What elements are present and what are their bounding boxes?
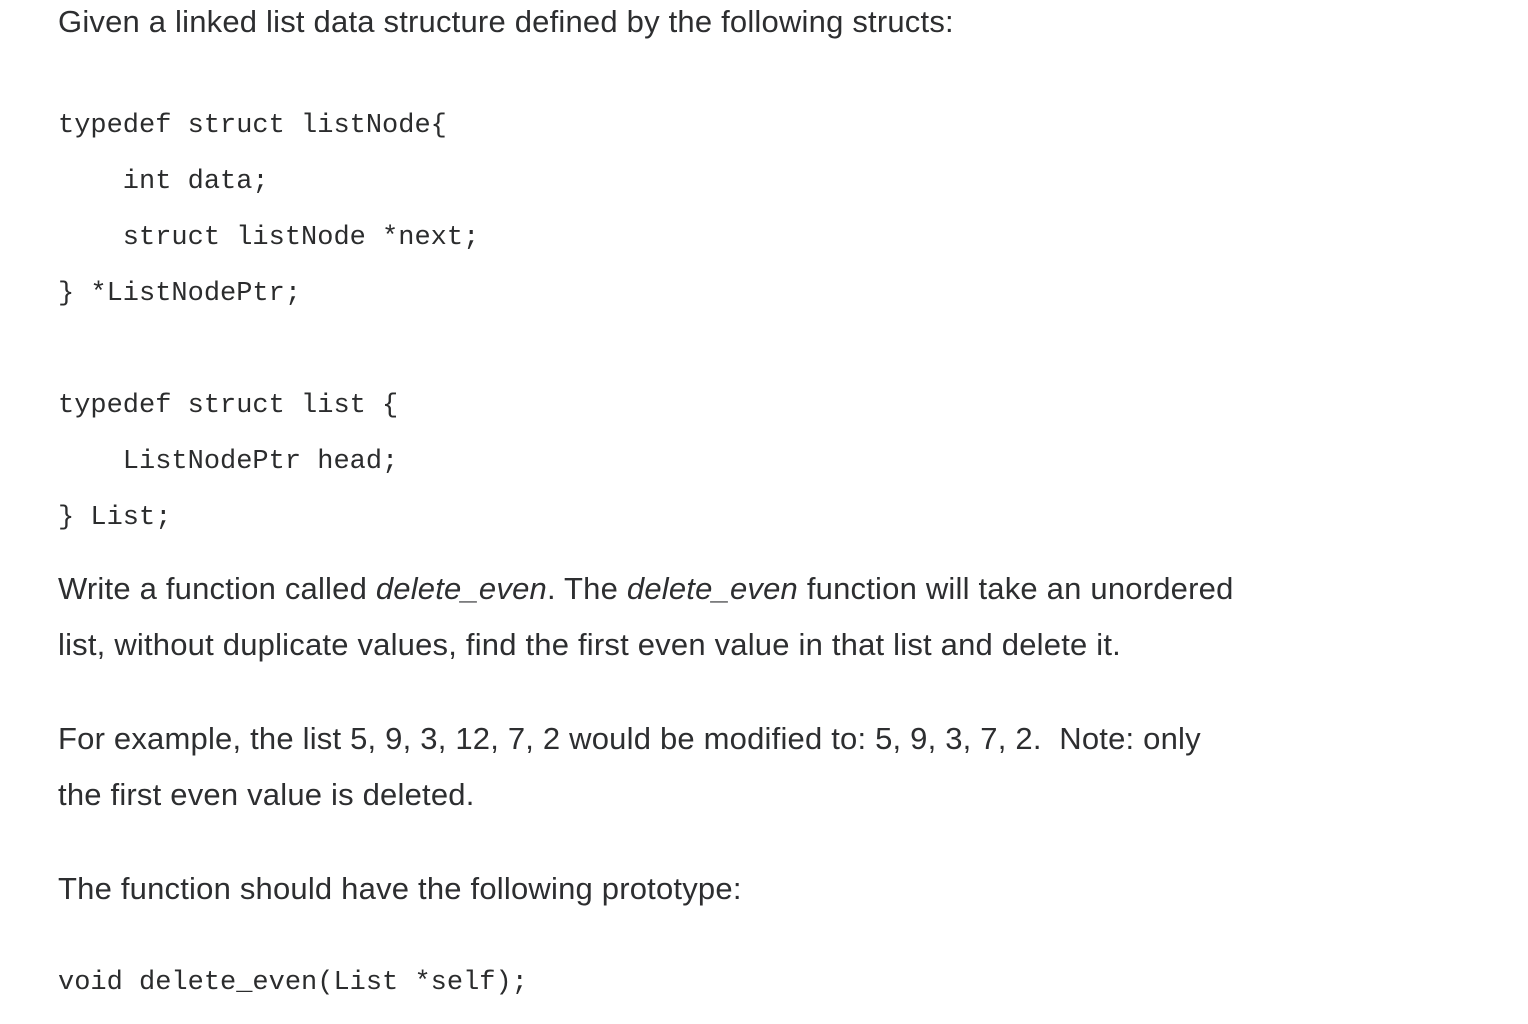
code-line: ListNodePtr head; [58, 447, 399, 477]
text-segment: . The [546, 571, 627, 606]
code-line: struct listNode *next; [58, 223, 480, 253]
code-line: void delete_even(List *self); [58, 968, 528, 998]
code-line: typedef struct list { [58, 391, 399, 421]
italic-text-segment: delete_even [375, 571, 547, 606]
text-segment: the first even value is deleted. [58, 777, 475, 812]
code-block-structs: typedef struct listNode{ int data; struc… [58, 98, 1502, 546]
text-segment: Write a function called [58, 571, 376, 606]
task-paragraph: Write a function called delete_even. The… [58, 561, 1502, 673]
code-line: int data; [58, 167, 269, 197]
code-line: typedef struct listNode{ [58, 111, 447, 141]
example-paragraph: For example, the list 5, 9, 3, 12, 7, 2 … [58, 711, 1502, 823]
code-line: } *ListNodePtr; [58, 279, 302, 309]
text-segment: list, without duplicate values, find the… [58, 627, 1121, 662]
italic-text-segment: delete_even [626, 571, 799, 606]
code-line: } List; [58, 503, 172, 533]
text-segment: Given a linked list data structure defin… [58, 4, 954, 39]
code-blank-line [58, 322, 1502, 378]
intro-paragraph: Given a linked list data structure defin… [58, 0, 1502, 50]
code-block-prototype: void delete_even(List *self); [58, 955, 1502, 1011]
text-segment: For example, the list 5, 9, 3, 12, 7, 2 … [58, 721, 1201, 756]
prototype-intro-paragraph: The function should have the following p… [58, 871, 742, 906]
text-segment: function will take an unordered [798, 571, 1234, 606]
